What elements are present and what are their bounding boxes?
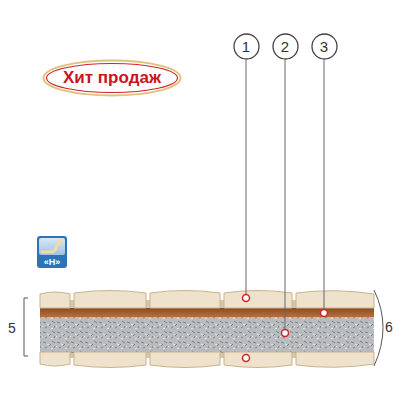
callout-number: 3 [320, 38, 328, 55]
badge-text: Хит продаж [63, 68, 161, 88]
callout-circle: 2 [272, 33, 299, 60]
icon-frame [37, 236, 67, 268]
icon-text: «H» [44, 257, 61, 267]
dimension-label: 6 [385, 319, 393, 335]
coconut-layer [40, 308, 374, 317]
foam-layer [40, 316, 374, 353]
callout-circle: 1 [233, 33, 260, 60]
badge-oval: Хит продаж [42, 59, 182, 97]
firmness-icon: «H» [37, 256, 67, 268]
dimension-bracket [24, 298, 28, 356]
icon-panel [39, 238, 65, 255]
leader-line [246, 60, 324, 329]
callout-number: 2 [281, 38, 289, 55]
callout-dot [243, 295, 328, 362]
dimension-label: 5 [8, 320, 16, 336]
callout-number: 1 [242, 38, 250, 55]
dimension-bracket [374, 290, 383, 366]
callout-circle: 3 [311, 33, 338, 60]
icon-glyph [42, 240, 61, 252]
